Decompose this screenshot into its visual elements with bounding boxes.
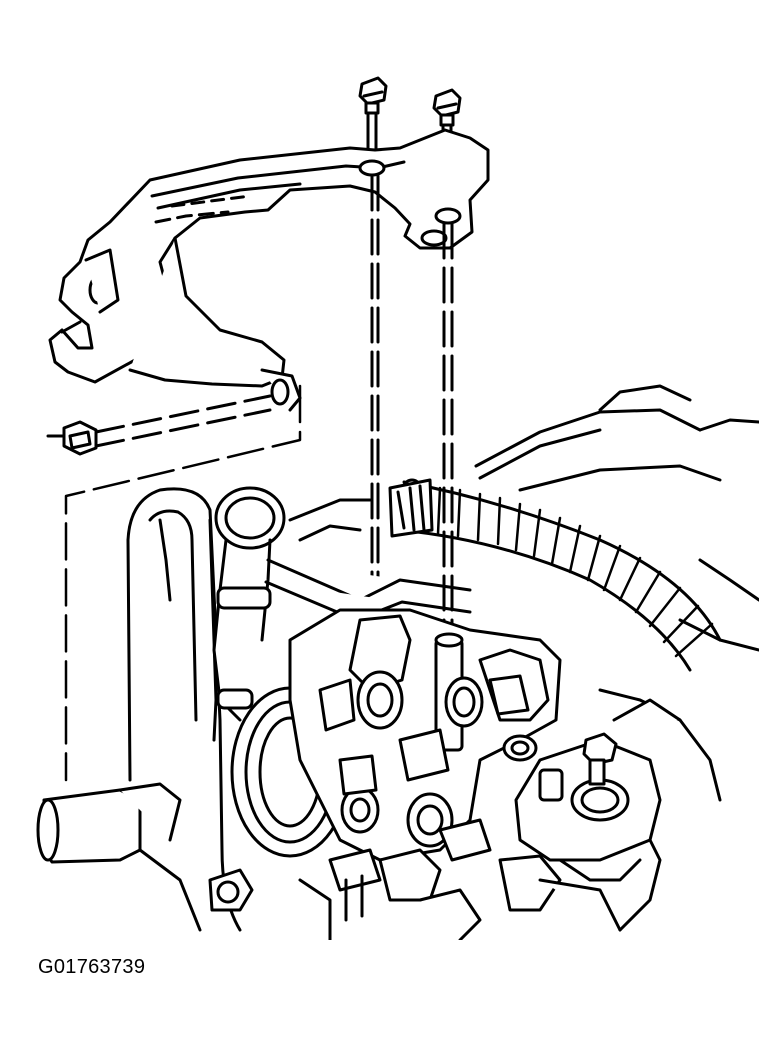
wiring-harness-conduit	[388, 478, 722, 672]
side-bracket	[514, 698, 682, 862]
throttle-body-assembly	[288, 608, 562, 862]
engine-bracket-diagram	[36, 76, 759, 940]
alignment-lines	[64, 174, 454, 782]
lower-manifold	[36, 782, 622, 940]
mounting-bracket	[48, 128, 490, 412]
hex-nut	[46, 394, 272, 456]
figure-id-label: G01763739	[38, 956, 146, 978]
coolant-hose	[212, 486, 472, 722]
